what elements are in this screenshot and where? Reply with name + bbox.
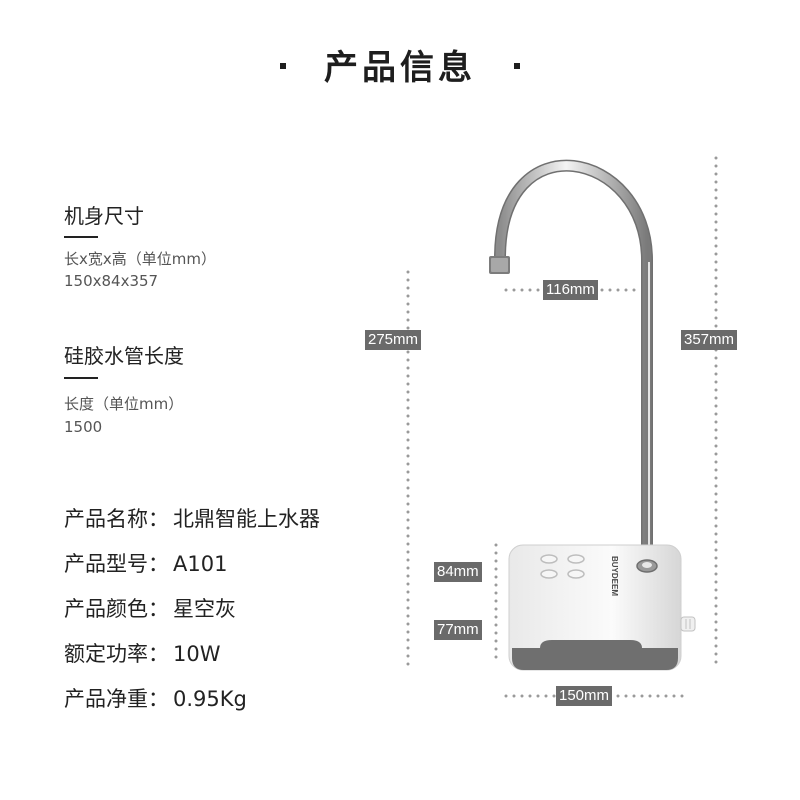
info-value: 0.95Kg: [173, 687, 247, 711]
info-value: 星空灰: [173, 597, 236, 621]
info-label: 产品颜色：: [64, 597, 169, 621]
control-button: [540, 554, 558, 564]
info-label: 产品名称：: [64, 507, 169, 531]
info-row-model: 产品型号：A101: [64, 548, 227, 578]
hose-connector: [680, 616, 696, 632]
info-row-color: 产品颜色：星空灰: [64, 593, 236, 623]
dim-label-tube-height: 275mm: [365, 330, 422, 350]
title-dot-left: [280, 62, 286, 69]
control-button: [540, 569, 558, 579]
page-title: 产品信息: [0, 40, 800, 89]
hose-label: 长度（单位mm）: [64, 395, 184, 413]
control-button: [567, 554, 585, 564]
spout-nozzle-inner: [491, 258, 508, 272]
pipe-collar-inner: [642, 562, 652, 568]
info-row-power: 额定功率：10W: [64, 638, 221, 668]
info-value: 10W: [173, 642, 221, 666]
info-label: 产品型号：: [64, 552, 169, 576]
pipe: [495, 161, 652, 563]
control-button: [567, 569, 585, 579]
title-dot-right: [514, 62, 520, 69]
brand-text: BUYDEEM: [610, 556, 619, 596]
dim-label-base-height: 77mm: [434, 620, 482, 640]
base-foot-arch: [540, 640, 642, 648]
page-title-text: 产品信息: [324, 48, 476, 88]
dim-label-total-height: 357mm: [681, 330, 738, 350]
dimensions-value: 150x84x357: [64, 272, 159, 290]
dim-label-base-width: 150mm: [556, 686, 613, 706]
hose-divider: [64, 377, 98, 379]
dimensions-label: 长x宽x高（单位mm）: [64, 250, 216, 268]
info-label: 产品净重：: [64, 687, 169, 711]
dim-label-base-depth: 84mm: [434, 562, 482, 582]
info-value: A101: [173, 552, 228, 576]
hose-heading: 硅胶水管长度: [64, 344, 184, 368]
info-row-name: 产品名称：北鼎智能上水器: [64, 503, 320, 533]
info-value: 北鼎智能上水器: [173, 507, 320, 531]
dim-label-spout-reach: 116mm: [543, 280, 598, 300]
control-buttons: [540, 554, 585, 579]
info-row-weight: 产品净重：0.95Kg: [64, 683, 247, 713]
pipe-outline: [494, 159, 653, 563]
dimensions-divider: [64, 236, 98, 238]
info-label: 额定功率：: [64, 642, 169, 666]
base-bottom-band: [512, 648, 678, 670]
hose-value: 1500: [64, 418, 103, 436]
dimensions-heading: 机身尺寸: [64, 204, 144, 228]
